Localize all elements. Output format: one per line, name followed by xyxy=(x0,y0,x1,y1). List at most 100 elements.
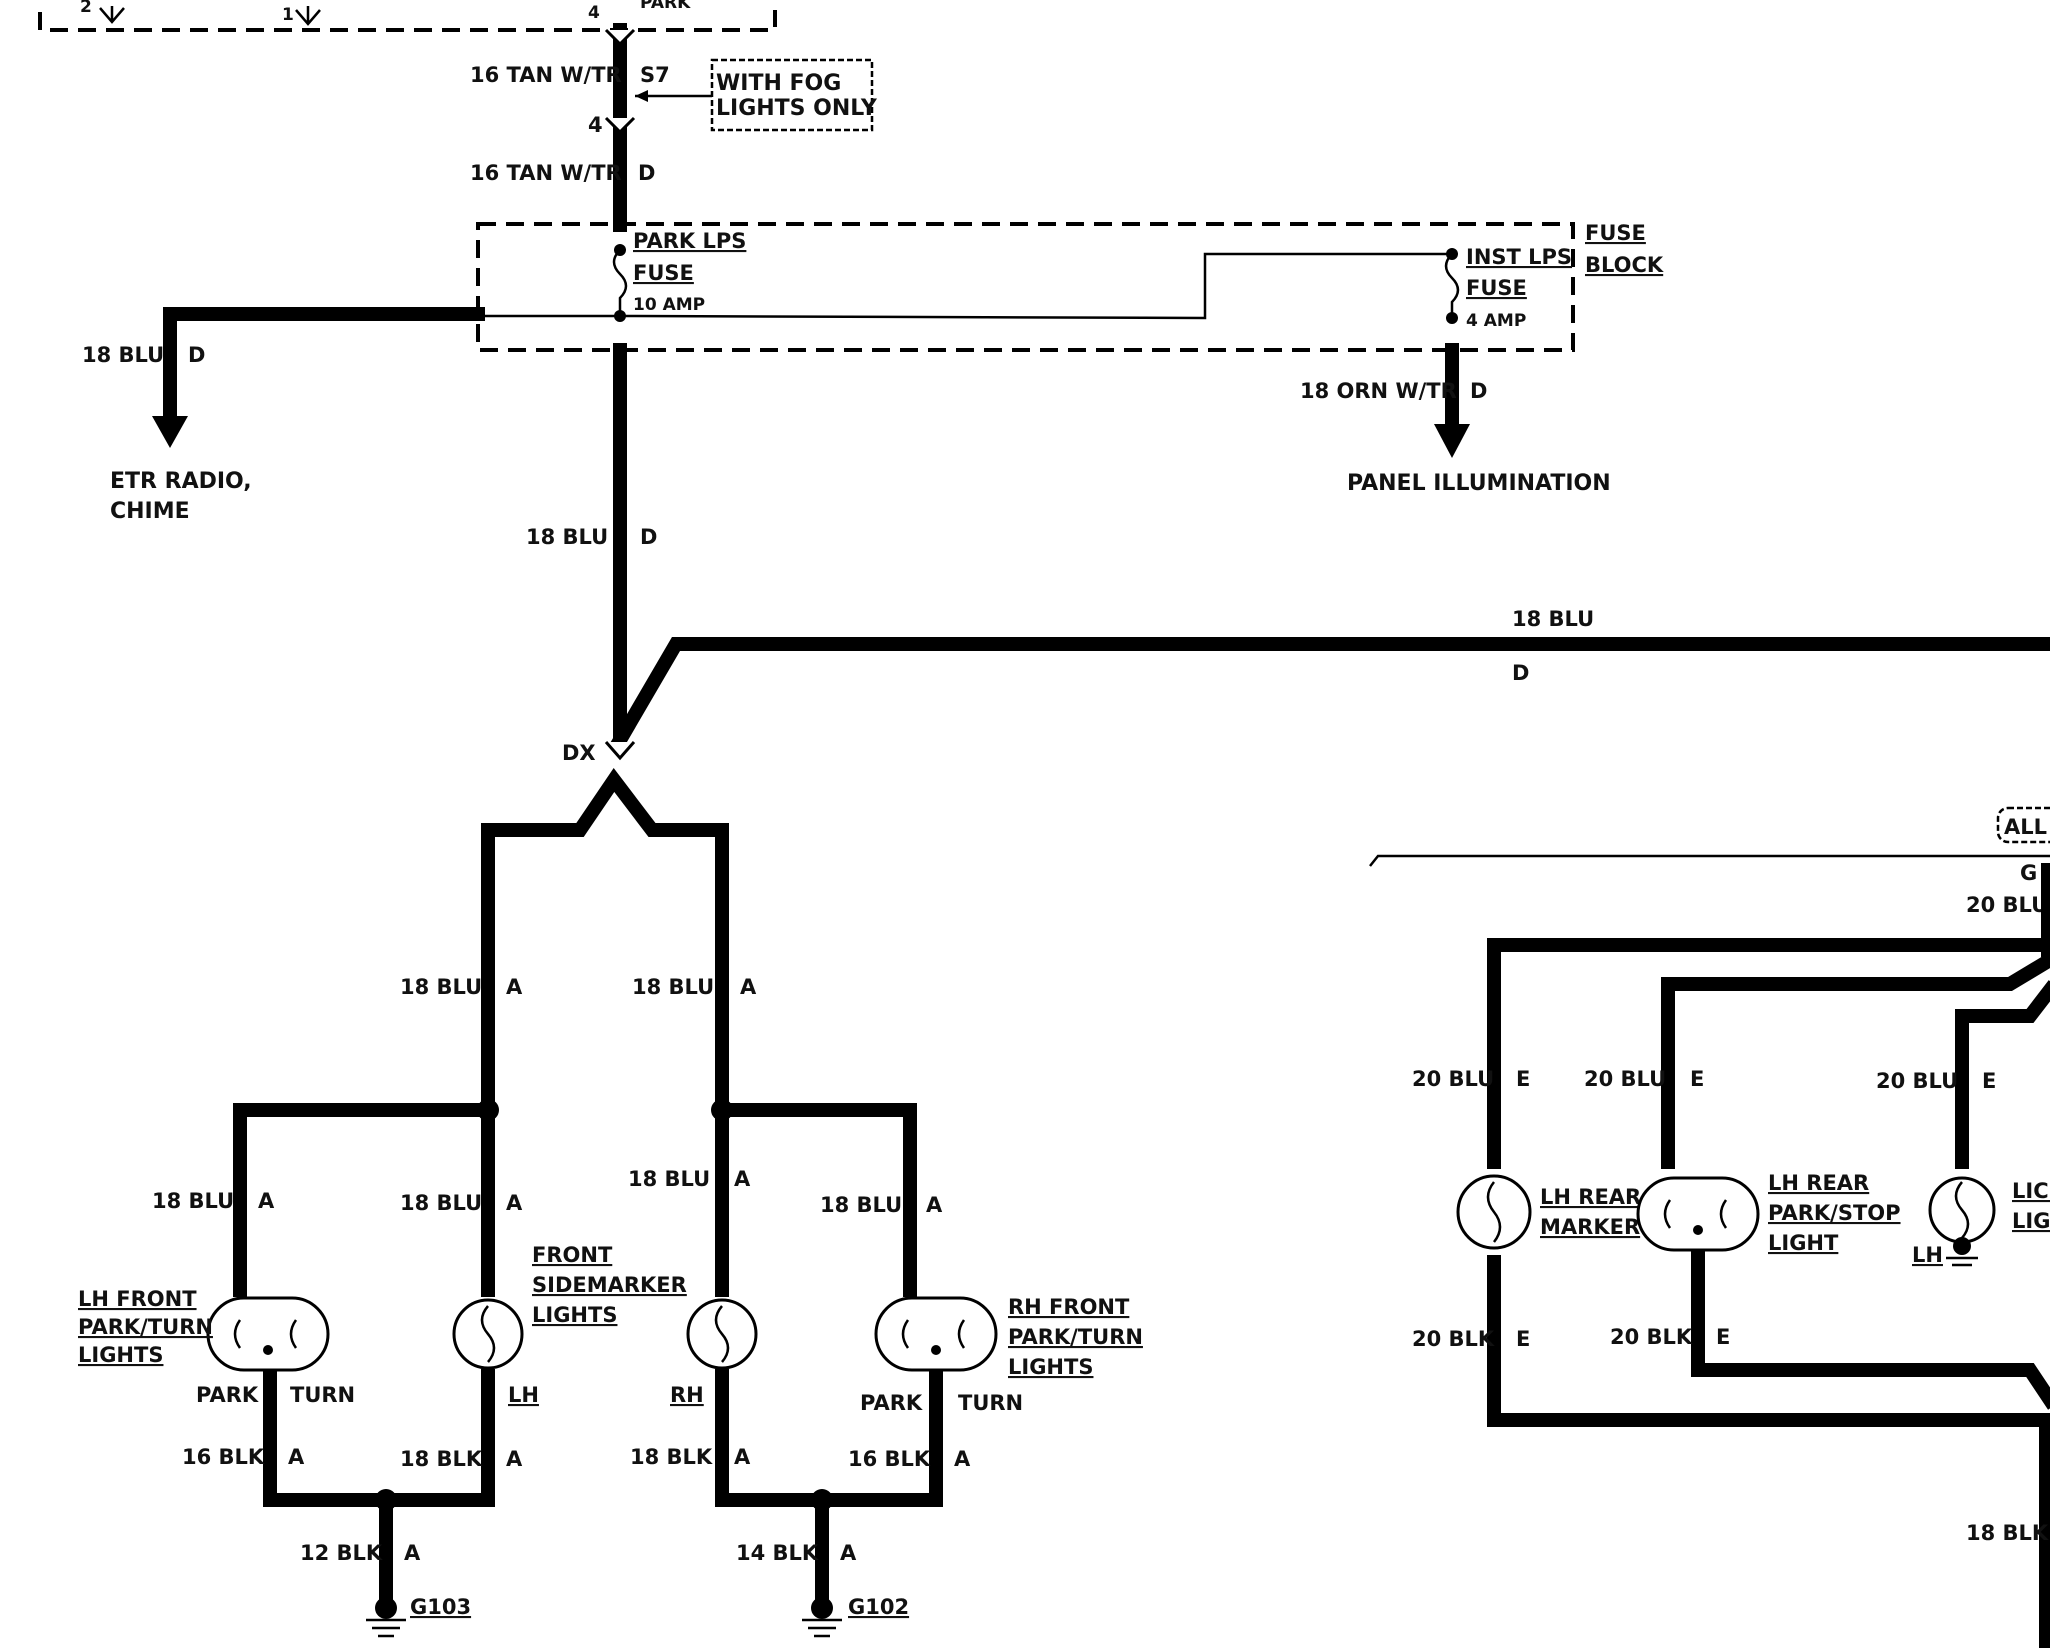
fl-gnd-b-conn-label: A xyxy=(506,1447,523,1471)
fr-splice xyxy=(711,1099,733,1121)
panel-dest-label: PANEL ILLUMINATION xyxy=(1347,471,1611,496)
fr-feed-wire-label: 18 BLU xyxy=(632,975,714,999)
feed-wire-upper-label: 16 TAN W/TR xyxy=(470,63,622,87)
lh-front-sidemarker-lamp xyxy=(452,1298,524,1370)
fl-lamp-a-wire-label: 18 BLU xyxy=(152,1189,234,1213)
radio-dest-line1: ETR RADIO, xyxy=(110,469,252,494)
radio-wire-label: 18 BLU xyxy=(82,343,164,367)
main-drop-wire-label: 18 BLU xyxy=(526,525,608,549)
connector-s7-label: S7 xyxy=(640,63,670,87)
panel-conn-label: D xyxy=(1470,379,1487,403)
rear-c3-label: E xyxy=(1982,1069,1996,1093)
rear-run-conn-label: D xyxy=(1512,661,1529,685)
rear-stop-line3: LIGHT xyxy=(1768,1231,1839,1255)
fr-side-tag: RH xyxy=(670,1383,704,1407)
fl-gnd-b-wire-label: 18 BLK xyxy=(400,1447,483,1471)
inst-fuse-name: INST LPS xyxy=(1466,245,1572,269)
connector-pin-label: 4 xyxy=(588,113,603,137)
ground-g102-label: G102 xyxy=(848,1595,909,1619)
park-lps-fuse xyxy=(612,244,628,322)
fl-park-turn-line3: LIGHTS xyxy=(78,1343,163,1367)
fl-gnd-main-wire-label: 12 BLK xyxy=(300,1541,383,1565)
headlamp-switch-outline xyxy=(38,10,777,32)
rear-c1-label: E xyxy=(1516,1067,1530,1091)
fr-park-turn-line2: PARK/TURN xyxy=(1008,1325,1143,1349)
rear-note-box xyxy=(1996,806,2050,844)
rear-feed-wire-label: 20 BLU xyxy=(1966,893,2048,917)
license-lamp-line2: LIGH xyxy=(2012,1209,2050,1233)
svg-text:4: 4 xyxy=(588,3,600,23)
fl-lamp-b-conn-label: A xyxy=(506,1191,523,1215)
fuse-block-title-2: BLOCK xyxy=(1585,253,1664,277)
panel-wire-label: 18 ORN W/TR xyxy=(1300,379,1457,403)
rear-license-feed xyxy=(1955,980,2050,1169)
fr-gnd-b-wire-label: 16 BLK xyxy=(848,1447,931,1471)
fuse-internal-bus xyxy=(478,252,1452,320)
fr-park-turn-feed xyxy=(715,1103,917,1297)
inst-lps-fuse xyxy=(1444,248,1460,324)
fr-gnd-b-conn-label: A xyxy=(954,1447,971,1471)
feed-wire-lower-label: 16 TAN W/TR xyxy=(470,161,622,185)
splice-dx xyxy=(604,741,636,761)
license-lamp xyxy=(1928,1176,1996,1267)
rear-gc2-label: E xyxy=(1716,1325,1730,1349)
rear-run-wire xyxy=(610,637,2050,750)
inst-fuse-rating: 4 AMP xyxy=(1466,311,1526,331)
fl-park-turn-feed xyxy=(233,1103,495,1297)
fl-gnd-a-conn-label: A xyxy=(288,1445,305,1469)
lh-rear-marker-lamp xyxy=(1456,1174,1532,1250)
park-fuse-rating: 10 AMP xyxy=(633,295,705,315)
fl-park-turn-line1: LH FRONT xyxy=(78,1287,197,1311)
fr-turn-label: TURN xyxy=(958,1391,1023,1415)
rear-marker-feed xyxy=(1487,938,2050,1169)
fr-park-label: PARK xyxy=(860,1391,923,1415)
fl-park-label: PARK xyxy=(196,1383,259,1407)
rear-g1-label: 20 BLK xyxy=(1412,1327,1495,1351)
rear-stop-line2: PARK/STOP xyxy=(1768,1201,1901,1225)
front-sidemarker-line1: FRONT xyxy=(532,1243,613,1267)
rear-section-divider xyxy=(1369,854,2050,867)
rear-stop-feed xyxy=(1661,951,2050,1169)
fr-gnd-a-wire-label: 18 BLK xyxy=(630,1445,713,1469)
fr-lamp-a-conn-label: A xyxy=(734,1167,751,1191)
feed-conn-lower-label: D xyxy=(638,161,655,185)
connector-pin4 xyxy=(604,116,636,135)
rear-run-wire-label: 18 BLU xyxy=(1512,607,1594,631)
rear-w2-label: 20 BLU xyxy=(1584,1067,1666,1091)
fl-lamp-b-wire-label: 18 BLU xyxy=(400,1191,482,1215)
front-sidemarker-line2: SIDEMARKER xyxy=(532,1273,687,1297)
fr-feed-conn-label: A xyxy=(740,975,757,999)
fr-lamp-a-wire-label: 18 BLU xyxy=(628,1167,710,1191)
fuse-block-outline xyxy=(476,222,1575,352)
fl-gnd-a-wire-label: 16 BLK xyxy=(182,1445,265,1469)
rear-marker-line1: LH REAR xyxy=(1540,1185,1641,1209)
rear-marker-ground xyxy=(1487,1255,2050,1427)
park-fuse-label: FUSE xyxy=(633,261,694,285)
rear-note-text: ALL xyxy=(2004,815,2047,839)
fl-gnd-main-conn-label: A xyxy=(404,1541,421,1565)
splice-dx-label: DX xyxy=(562,741,596,765)
rear-w1-label: 20 BLU xyxy=(1412,1067,1494,1091)
fog-note-line2: LIGHTS ONLY xyxy=(716,96,878,121)
lh-front-park-turn-lamp xyxy=(206,1296,330,1372)
g102-ground-icon xyxy=(802,1618,842,1638)
switch-pin-2: 2 xyxy=(80,0,125,24)
g103-ground-icon xyxy=(366,1618,406,1638)
rear-conn-g-label: G xyxy=(2020,861,2037,885)
rear-gc1-label: E xyxy=(1516,1327,1530,1351)
inst-fuse-label: FUSE xyxy=(1466,276,1527,300)
fl-park-turn-line2: PARK/TURN xyxy=(78,1315,213,1339)
rear-stop-ground xyxy=(1691,1249,2050,1410)
fuse-block-title-1: FUSE xyxy=(1585,221,1646,245)
fr-park-turn-line1: RH FRONT xyxy=(1008,1295,1130,1319)
rear-stop-line1: LH REAR xyxy=(1768,1171,1869,1195)
license-lamp-tag: LH xyxy=(1912,1243,1943,1267)
rh-front-park-turn-lamp xyxy=(874,1296,998,1372)
main-drop-conn-label: D xyxy=(640,525,657,549)
switch-pin-1: 1 xyxy=(282,5,321,26)
fr-gnd-main-conn-label: A xyxy=(840,1541,857,1565)
fl-splice xyxy=(477,1099,499,1121)
fl-feed-wire-label: 18 BLU xyxy=(400,975,482,999)
fl-turn-label: TURN xyxy=(290,1383,355,1407)
